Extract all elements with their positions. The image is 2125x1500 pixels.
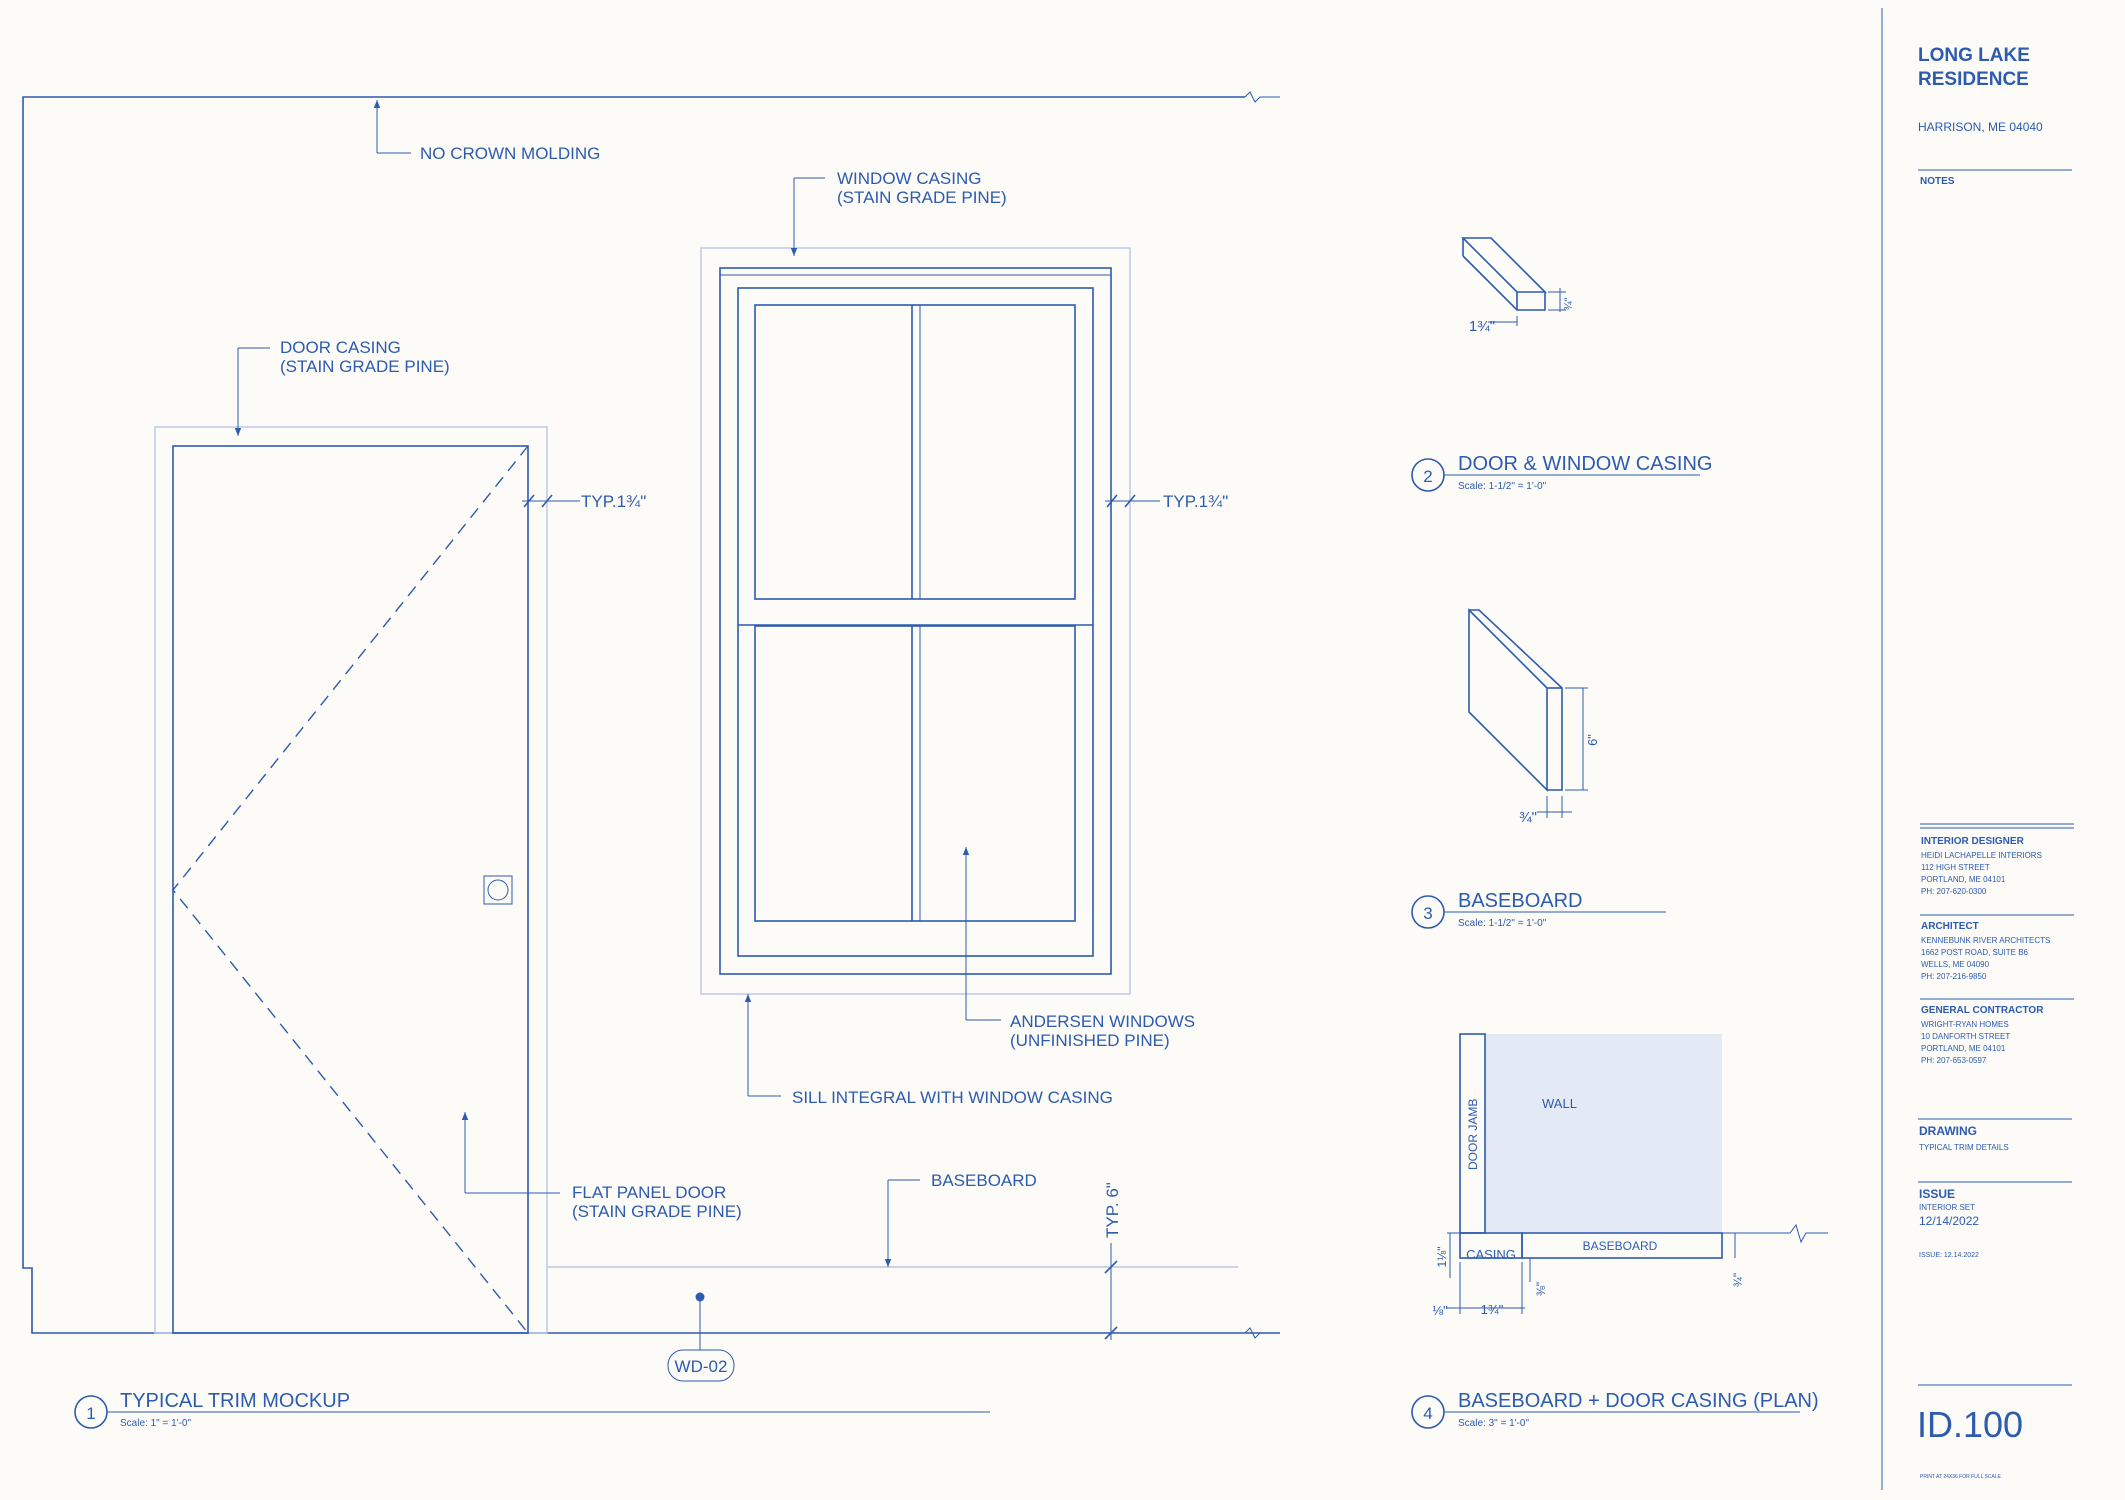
detail-4-number: 4 bbox=[1423, 1404, 1432, 1423]
detail-2-casing: 1¾" ¾" 2 DOOR & WINDOW CASING Scale: 1-1… bbox=[1411, 237, 1712, 492]
flat-door-label-2: (STAIN GRADE PINE) bbox=[572, 1202, 742, 1221]
detail-4-plan: WALL DOOR JAMB CASING BASEBOARD 1⅛" ⅛" 1… bbox=[1411, 1033, 1828, 1429]
door-jamb-label: DOOR JAMB bbox=[1466, 1099, 1480, 1170]
svg-text:KENNEBUNK RIVER ARCHITECTS: KENNEBUNK RIVER ARCHITECTS bbox=[1921, 936, 2050, 945]
door-hardware bbox=[483, 875, 513, 905]
detail-4-scale: Scale: 3" = 1'-0" bbox=[1458, 1418, 1529, 1429]
baseboard-height-dim: 6" bbox=[1585, 734, 1600, 746]
door-typ-dim: TYP.1¾" bbox=[581, 492, 646, 511]
detail-3-title: BASEBOARD bbox=[1458, 890, 1582, 912]
svg-text:GENERAL CONTRACTOR: GENERAL CONTRACTOR bbox=[1921, 1005, 2044, 1016]
detail-1-title: TYPICAL TRIM MOCKUP bbox=[120, 1390, 350, 1412]
sill-label: SILL INTEGRAL WITH WINDOW CASING bbox=[792, 1088, 1113, 1107]
detail-1-number: 1 bbox=[86, 1404, 95, 1423]
wall-outline bbox=[22, 96, 1280, 1334]
break-line-top bbox=[1244, 91, 1280, 103]
detail-2-scale: Scale: 1-1/2" = 1'-0" bbox=[1458, 481, 1547, 492]
baseboard-thick-dim: ¾" bbox=[1519, 809, 1537, 826]
detail-2-title: DOOR & WINDOW CASING bbox=[1458, 453, 1712, 475]
door-casing-label-2: (STAIN GRADE PINE) bbox=[280, 357, 450, 376]
casing-thick-dim: ¾" bbox=[1563, 297, 1575, 310]
wd-02-tag-label: WD-02 bbox=[675, 1357, 728, 1376]
flat-panel-door bbox=[172, 445, 529, 1334]
drawing-value: TYPICAL TRIM DETAILS bbox=[1919, 1143, 2009, 1152]
project-location: HARRISON, ME 04040 bbox=[1918, 120, 2043, 134]
detail-3-baseboard: 6" ¾" 3 BASEBOARD Scale: 1-1/2" = 1'-0" bbox=[1411, 608, 1666, 929]
casing-width-dim: 1¾" bbox=[1469, 318, 1495, 335]
window-casing-label-1: WINDOW CASING bbox=[837, 169, 982, 188]
svg-text:HEIDI LACHAPELLE INTERIORS: HEIDI LACHAPELLE INTERIORS bbox=[1921, 851, 2042, 860]
window-casing-label-2: (STAIN GRADE PINE) bbox=[837, 188, 1007, 207]
plan-dim-c: 1¾" bbox=[1481, 1302, 1504, 1317]
svg-text:10 DANFORTH STREET: 10 DANFORTH STREET bbox=[1921, 1032, 2010, 1041]
baseboard-label: BASEBOARD bbox=[931, 1171, 1037, 1190]
contact-interior-designer: INTERIOR DESIGNER HEIDI LACHAPELLE INTER… bbox=[1921, 836, 2042, 896]
issue-small: ISSUE: 12.14.2022 bbox=[1919, 1252, 1979, 1259]
project-name-1: LONG LAKE bbox=[1918, 45, 2030, 66]
notes-label: NOTES bbox=[1920, 176, 1955, 187]
break-line-bottom bbox=[1244, 1327, 1280, 1339]
plan-dim-b: ⅛" bbox=[1432, 1303, 1448, 1318]
project-name-2: RESIDENCE bbox=[1918, 69, 2029, 90]
wall-fill bbox=[1485, 1034, 1722, 1232]
svg-text:112 HIGH STREET: 112 HIGH STREET bbox=[1921, 863, 1990, 872]
detail-2-number: 2 bbox=[1423, 467, 1432, 486]
detail-3-scale: Scale: 1-1/2" = 1'-0" bbox=[1458, 918, 1547, 929]
wall-label: WALL bbox=[1542, 1096, 1577, 1111]
flat-door-label-1: FLAT PANEL DOOR bbox=[572, 1183, 726, 1202]
detail-1-scale: Scale: 1" = 1'-0" bbox=[120, 1418, 191, 1429]
svg-text:PORTLAND, ME 04101: PORTLAND, ME 04101 bbox=[1921, 875, 2006, 884]
detail-4-title: BASEBOARD + DOOR CASING (PLAN) bbox=[1458, 1390, 1819, 1412]
print-note: PRINT AT 24X36 FOR FULL SCALE bbox=[1920, 1474, 2002, 1480]
svg-text:PH: 207-620-0300: PH: 207-620-0300 bbox=[1921, 887, 1987, 896]
plan-dim-d: ⅜" bbox=[1534, 1282, 1548, 1296]
sheet-number: ID.100 bbox=[1917, 1404, 2023, 1445]
door-swing-lines bbox=[172, 445, 529, 1334]
issue-date: 12/14/2022 bbox=[1919, 1214, 1979, 1228]
plan-break-line bbox=[1722, 1223, 1828, 1244]
window-sash-frame bbox=[737, 287, 1094, 957]
svg-text:WELLS, ME 04090: WELLS, ME 04090 bbox=[1921, 960, 1990, 969]
contact-architect: ARCHITECT KENNEBUNK RIVER ARCHITECTS 166… bbox=[1921, 921, 2050, 981]
window-casing-outline bbox=[700, 247, 1131, 995]
door-casing-outline bbox=[154, 426, 548, 1334]
svg-text:ARCHITECT: ARCHITECT bbox=[1921, 921, 1979, 932]
contact-general-contractor: GENERAL CONTRACTOR WRIGHT-RYAN HOMES 10 … bbox=[1921, 1005, 2044, 1065]
wd-02-tag[interactable] bbox=[667, 1349, 735, 1382]
window-frame bbox=[719, 267, 1112, 975]
typ-6-dim: TYP. 6" bbox=[1103, 1182, 1122, 1238]
window-typ-dim: TYP.1¾" bbox=[1163, 492, 1228, 511]
svg-text:1662 POST ROAD, SUITE B6: 1662 POST ROAD, SUITE B6 bbox=[1921, 948, 2029, 957]
svg-text:PH: 207-216-9850: PH: 207-216-9850 bbox=[1921, 972, 1987, 981]
issue-set: INTERIOR SET bbox=[1919, 1203, 1975, 1212]
title-block: LONG LAKE RESIDENCE HARRISON, ME 04040 N… bbox=[1881, 8, 2074, 1490]
drawing-label: DRAWING bbox=[1919, 1124, 1977, 1138]
detail-1-elevation: NO CROWN MOLDING DOOR CASING (STAIN GRAD… bbox=[22, 91, 1280, 1429]
casing-top-face bbox=[1461, 237, 1547, 293]
svg-text:PH: 207-653-0597: PH: 207-653-0597 bbox=[1921, 1056, 1987, 1065]
plan-casing-label: CASING bbox=[1466, 1247, 1516, 1262]
plan-dim-e: ¾" bbox=[1731, 1273, 1745, 1287]
detail-3-number: 3 bbox=[1423, 904, 1432, 923]
svg-text:INTERIOR DESIGNER: INTERIOR DESIGNER bbox=[1921, 836, 2025, 847]
upper-sash bbox=[754, 304, 1076, 600]
door-knob-icon bbox=[487, 879, 509, 901]
svg-text:PORTLAND, ME 04101: PORTLAND, ME 04101 bbox=[1921, 1044, 2006, 1053]
plan-dim-a: 1⅛" bbox=[1435, 1247, 1449, 1268]
lower-sash bbox=[754, 625, 1076, 922]
door-casing-label-1: DOOR CASING bbox=[280, 338, 401, 357]
plan-baseboard-label: BASEBOARD bbox=[1583, 1239, 1658, 1253]
andersen-label-1: ANDERSEN WINDOWS bbox=[1010, 1012, 1195, 1031]
issue-label: ISSUE bbox=[1919, 1187, 1955, 1201]
svg-text:WRIGHT-RYAN HOMES: WRIGHT-RYAN HOMES bbox=[1921, 1020, 2009, 1029]
andersen-label-2: (UNFINISHED PINE) bbox=[1010, 1031, 1170, 1050]
no-crown-label: NO CROWN MOLDING bbox=[420, 144, 600, 163]
